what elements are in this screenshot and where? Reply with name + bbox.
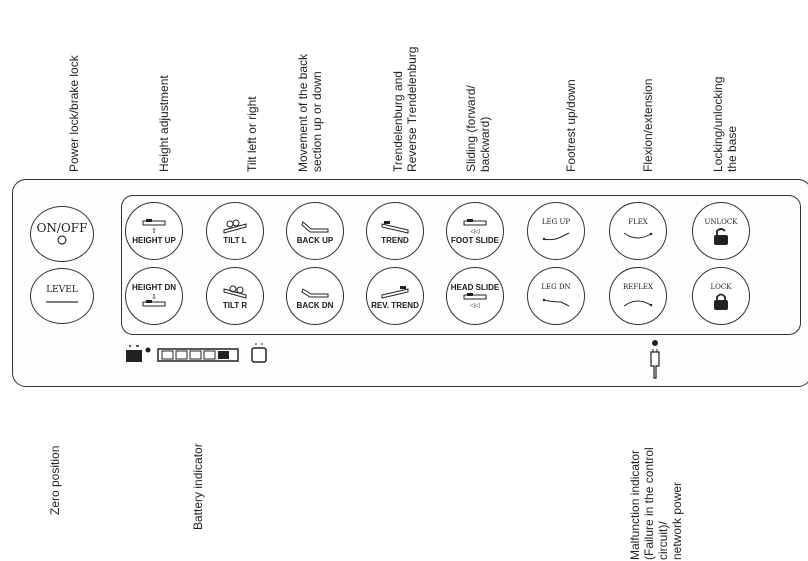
button-label: TILT R bbox=[222, 300, 248, 310]
height-up-button[interactable]: ⇧HEIGHT UP bbox=[125, 202, 183, 260]
top-label-line: backward) bbox=[478, 116, 492, 172]
trend-button[interactable]: TREND bbox=[366, 202, 424, 260]
leg-up-button[interactable]: LEG UP bbox=[527, 202, 585, 260]
level-label: LEVEL bbox=[46, 284, 78, 295]
button-label: LOCK bbox=[710, 282, 732, 291]
flex-icon bbox=[623, 232, 653, 238]
button-label: FOOT SLIDE bbox=[451, 235, 499, 245]
slide-icon: ◁◁ bbox=[463, 218, 487, 235]
button-label: UNLOCK bbox=[704, 217, 738, 226]
button-label: BACK UP bbox=[296, 235, 334, 245]
head-slide-button[interactable]: HEAD SLIDE ◁◁ bbox=[446, 267, 504, 325]
leg-dn-button[interactable]: LEG DN bbox=[527, 267, 585, 325]
top-label-7: Flexion/extension bbox=[641, 79, 655, 172]
bottom-label-1: Battery indicator bbox=[191, 443, 205, 530]
top-label-line: Tilt left or right bbox=[245, 96, 259, 172]
back-down-icon bbox=[301, 287, 329, 297]
top-label-line: Height adjustment bbox=[157, 75, 171, 172]
button-label: FLEX bbox=[628, 217, 648, 226]
button-label: HEAD SLIDE bbox=[450, 282, 500, 292]
button-group-panel bbox=[121, 195, 801, 335]
top-label-5: Sliding (forward/backward) bbox=[464, 85, 492, 172]
flex-button[interactable]: FLEX bbox=[609, 202, 667, 260]
top-label-line: Movement of the back bbox=[296, 53, 310, 172]
slide-icon: ◁◁ bbox=[463, 292, 487, 309]
bottom-label-line: Battery indicator bbox=[191, 443, 205, 530]
tilt-right-icon bbox=[223, 285, 247, 299]
button-label: LEG UP bbox=[541, 217, 571, 226]
lock-button[interactable]: LOCK bbox=[692, 267, 750, 325]
top-label-line: Reverse Trendelenburg bbox=[405, 46, 419, 172]
level-line-icon bbox=[46, 300, 78, 303]
bottom-label-line: Malfunction indicator bbox=[628, 449, 642, 560]
top-label-2: Tilt left or right bbox=[245, 96, 259, 172]
on-off-button[interactable]: ON/OFF bbox=[30, 206, 94, 262]
back-up-button[interactable]: BACK UP bbox=[286, 202, 344, 260]
battery-indicator-icon bbox=[126, 343, 267, 363]
power-light-icon bbox=[57, 234, 67, 245]
top-label-line: Trendelenburg and bbox=[391, 71, 405, 172]
svg-text:⇩: ⇩ bbox=[151, 293, 157, 301]
top-label-line: Footrest up/down bbox=[564, 79, 578, 172]
bottom-label-0: Zero position bbox=[48, 446, 62, 515]
top-label-0: Power lock/brake lock bbox=[67, 55, 81, 172]
trend-icon bbox=[381, 220, 409, 234]
table-up-icon: ⇧ bbox=[142, 218, 166, 235]
svg-text:◁◁: ◁◁ bbox=[470, 228, 480, 235]
rev-trend-button[interactable]: REV. TREND bbox=[366, 267, 424, 325]
malfunction-indicator-icon bbox=[650, 340, 660, 379]
rev-trend-icon bbox=[381, 285, 409, 299]
top-label-6: Footrest up/down bbox=[564, 79, 578, 172]
button-label: HEIGHT UP bbox=[132, 235, 176, 245]
reflex-button[interactable]: REFLEX bbox=[609, 267, 667, 325]
bottom-label-line: circuit)/ bbox=[656, 521, 670, 560]
unlock-button[interactable]: UNLOCK bbox=[692, 202, 750, 260]
top-label-line: Sliding (forward/ bbox=[464, 85, 478, 172]
bottom-label-line: network power bbox=[670, 481, 684, 560]
back-up-icon bbox=[301, 220, 329, 232]
back-dn-button[interactable]: BACK DN bbox=[286, 267, 344, 325]
button-label: TREND bbox=[381, 235, 409, 245]
unlock-icon bbox=[714, 227, 728, 245]
tilt-l-button[interactable]: TILT L bbox=[206, 202, 264, 260]
button-label: BACK DN bbox=[296, 300, 334, 310]
top-label-line: Locking/unlocking bbox=[711, 76, 725, 172]
button-label: LEG DN bbox=[541, 282, 571, 291]
top-label-line: section up or down bbox=[310, 71, 324, 172]
height-dn-button[interactable]: HEIGHT DN⇩ bbox=[125, 267, 183, 325]
leg-down-icon bbox=[542, 298, 570, 306]
bottom-label-2: Malfunction indicator(Failure in the con… bbox=[628, 447, 684, 560]
tilt-r-button[interactable]: TILT R bbox=[206, 267, 264, 325]
button-label: HEIGHT DN bbox=[132, 282, 176, 292]
lock-icon bbox=[714, 293, 728, 310]
level-button[interactable]: LEVEL bbox=[30, 268, 94, 324]
foot-slide-button[interactable]: ◁◁FOOT SLIDE bbox=[446, 202, 504, 260]
button-label: TILT L bbox=[223, 235, 247, 245]
top-label-line: Flexion/extension bbox=[641, 78, 655, 172]
svg-text:⇧: ⇧ bbox=[151, 227, 157, 235]
on-off-label: ON/OFF bbox=[36, 220, 88, 235]
tilt-left-icon bbox=[223, 219, 247, 234]
leg-up-icon bbox=[542, 232, 570, 240]
button-label: REV. TREND bbox=[371, 300, 419, 310]
table-down-icon: ⇩ bbox=[142, 293, 166, 306]
top-label-line: the base bbox=[725, 125, 739, 172]
svg-text:◁◁: ◁◁ bbox=[470, 302, 480, 309]
button-label: REFLEX bbox=[623, 282, 653, 291]
bottom-label-line: Zero position bbox=[48, 445, 62, 515]
bottom-label-line: (Failure in the control bbox=[642, 447, 656, 560]
top-label-line: Power lock/brake lock bbox=[67, 55, 81, 172]
reflex-icon bbox=[623, 300, 653, 306]
top-label-1: Height adjustment bbox=[157, 75, 171, 172]
